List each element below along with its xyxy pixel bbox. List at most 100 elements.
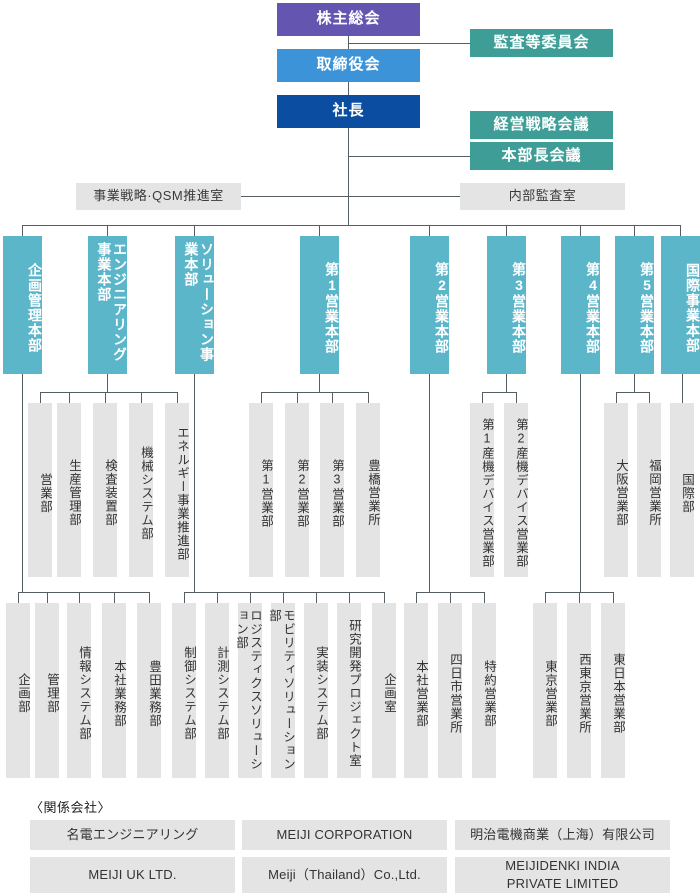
meiji-corporation-box[interactable]: MEIJI CORPORATION (242, 820, 447, 850)
connector-planning-t4 (114, 592, 115, 603)
mobility-solution-dept-box[interactable]: モビリティソリューション部 (267, 603, 295, 778)
connector-sales4-t3 (613, 592, 614, 603)
sales-dept-3-box[interactable]: 第3営業部 (320, 403, 344, 577)
planning-office-box[interactable]: 企画室 (372, 603, 396, 778)
connector-sales5-stem (634, 374, 635, 392)
connector-engineering-t2 (69, 392, 70, 403)
energy-business-dept-box[interactable]: エネルギー事業推進部 (165, 403, 189, 577)
connector-board-to-audit (348, 43, 470, 44)
distributor-sales-dept-box[interactable]: 特約営業部 (472, 603, 496, 778)
connector-sales4-spine (580, 374, 581, 592)
connector-international-stem (682, 374, 683, 403)
management-strategy-meeting-box[interactable]: 経営戦略会議 (470, 111, 613, 139)
connector-engineering-t3 (105, 392, 106, 403)
connector-board-to-president (348, 82, 349, 95)
connector-engineering-stem (107, 374, 108, 392)
connector-solution-t6 (349, 592, 350, 603)
connector-planning-t2 (47, 592, 48, 603)
sales-div-4-box[interactable]: 第4営業本部 (561, 236, 601, 374)
meiji-uk-box[interactable]: MEIJI UK LTD. (30, 857, 235, 893)
east-japan-sales-dept-box[interactable]: 東日本営業部 (601, 603, 625, 778)
division-head-meeting-box[interactable]: 本部長会議 (470, 142, 613, 170)
connector-sales3-t1 (482, 392, 483, 403)
connector-sales5-bar (616, 392, 649, 393)
production-management-dept-box[interactable]: 生産管理部 (57, 403, 81, 577)
fukuoka-sales-office-box[interactable]: 福岡営業所 (637, 403, 661, 577)
shareholders-meeting-box[interactable]: 株主総会 (277, 3, 420, 36)
connector-sales3-stem (506, 374, 507, 392)
connector-engineering-t1 (40, 392, 41, 403)
business-strategy-qsm-office-box[interactable]: 事業戦略·QSM推進室 (76, 183, 241, 210)
connector-president-spine (348, 128, 349, 225)
connector-solution-t2 (217, 592, 218, 603)
connector-division-bus (22, 225, 681, 226)
sales-div-2-box[interactable]: 第2営業本部 (410, 236, 450, 374)
implementation-systems-dept-box[interactable]: 実装システム部 (304, 603, 328, 778)
connector-shareholders-to-board (348, 36, 349, 49)
toyohashi-sales-office-box[interactable]: 豊橋営業所 (356, 403, 380, 577)
inspection-equipment-dept-box[interactable]: 検査装置部 (93, 403, 117, 577)
connector-sales2-spine (429, 374, 430, 592)
connector-engineering-bar (40, 392, 177, 393)
toyota-affairs-dept-box[interactable]: 豊田業務部 (137, 603, 161, 778)
president-box[interactable]: 社長 (277, 95, 420, 128)
connector-sales3-t2 (516, 392, 517, 403)
solution-div-box[interactable]: ソリューション事業本部 (175, 236, 215, 374)
sales-dept-2-box[interactable]: 第2営業部 (285, 403, 309, 577)
audit-committee-box[interactable]: 監査等委員会 (470, 29, 613, 57)
connector-sales1-t3 (332, 392, 333, 403)
osaka-sales-dept-box[interactable]: 大阪営業部 (604, 403, 628, 577)
connector-sales1-t2 (297, 392, 298, 403)
industrial-device-sales-2-box[interactable]: 第2産機デバイス営業部 (504, 403, 528, 577)
connector-president-to-meetings (348, 156, 470, 157)
control-systems-dept-box[interactable]: 制御システム部 (172, 603, 196, 778)
planning-dept-box[interactable]: 企画部 (6, 603, 30, 778)
west-tokyo-sales-office-box[interactable]: 西東京営業所 (567, 603, 591, 778)
connector-planning-t5 (149, 592, 150, 603)
connector-sales2-t2 (450, 592, 451, 603)
international-dept-box[interactable]: 国際部 (670, 403, 694, 577)
administration-dept-box[interactable]: 管理部 (35, 603, 59, 778)
measurement-systems-dept-box[interactable]: 計測システム部 (205, 603, 229, 778)
connector-planning-bar (18, 592, 149, 593)
sales-div-5-box[interactable]: 第5営業本部 (615, 236, 655, 374)
connector-engineering-t5 (177, 392, 178, 403)
connector-drop-engineering (107, 225, 108, 236)
international-div-box[interactable]: 国際事業本部 (661, 236, 700, 374)
connector-solution-spine (194, 374, 195, 592)
internal-audit-office-box[interactable]: 内部監査室 (460, 183, 625, 210)
connector-drop-planning-management (22, 225, 23, 236)
connector-solution-t1 (184, 592, 185, 603)
planning-management-div-box[interactable]: 企画管理本部 (3, 236, 43, 374)
meiji-thailand-box[interactable]: Meiji（Thailand）Co.,Ltd. (242, 857, 447, 893)
connector-drop-sales-1 (319, 225, 320, 236)
connector-sales5-t1 (616, 392, 617, 403)
board-of-directors-box[interactable]: 取締役会 (277, 49, 420, 82)
connector-sales1-t1 (261, 392, 262, 403)
sales-dept-1-box[interactable]: 第1営業部 (249, 403, 273, 577)
head-office-sales-dept-box[interactable]: 本社営業部 (404, 603, 428, 778)
meiden-engineering-box[interactable]: 名電エンジニアリング (30, 820, 235, 850)
affiliates-heading: 〈関係会社〉 (30, 800, 112, 815)
engineering-div-box[interactable]: エンジニアリング事業本部 (88, 236, 128, 374)
meiji-shanghai-box[interactable]: 明治電機商業（上海）有限公司 (455, 820, 670, 850)
sales-div-1-box[interactable]: 第1営業本部 (300, 236, 340, 374)
connector-sales1-t4 (368, 392, 369, 403)
sales-dept-box[interactable]: 営業部 (28, 403, 52, 577)
sales-div-3-box[interactable]: 第3営業本部 (487, 236, 527, 374)
information-systems-dept-box[interactable]: 情報システム部 (67, 603, 91, 778)
rnd-project-office-box[interactable]: 研究開発プロジェクト室 (337, 603, 361, 778)
meiji-india-box[interactable]: MEIJIDENKI INDIA PRIVATE LIMITED (455, 857, 670, 893)
tokyo-sales-dept-box[interactable]: 東京営業部 (533, 603, 557, 778)
connector-drop-sales-3 (506, 225, 507, 236)
machine-systems-dept-box[interactable]: 機械システム部 (129, 403, 153, 577)
connector-solution-bar (184, 592, 384, 593)
connector-drop-sales-2 (429, 225, 430, 236)
yokkaichi-sales-office-box[interactable]: 四日市営業所 (438, 603, 462, 778)
industrial-device-sales-1-box[interactable]: 第1産機デバイス営業部 (470, 403, 494, 577)
connector-planning-spine (22, 374, 23, 592)
logistics-solution-dept-box[interactable]: ロジスティクスソリューション部 (234, 603, 262, 778)
connector-sales4-t2 (579, 592, 580, 603)
head-office-affairs-dept-box[interactable]: 本社業務部 (102, 603, 126, 778)
